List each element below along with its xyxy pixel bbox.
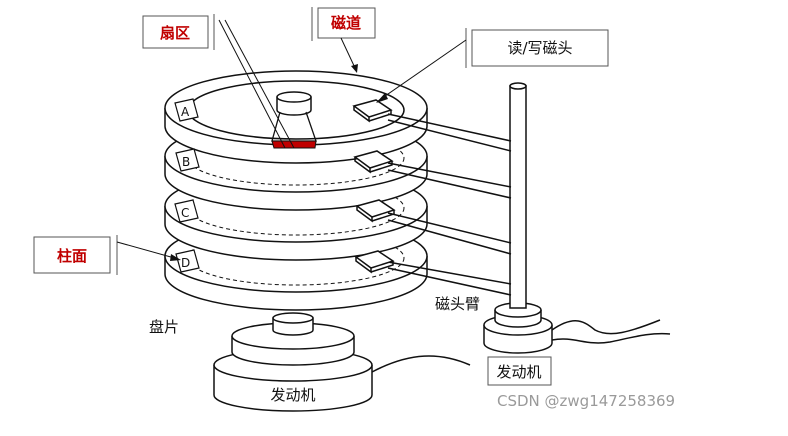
watermark: CSDN @zwg147258369 (497, 392, 675, 410)
read-write-heads (352, 99, 396, 274)
right-motor (483, 302, 671, 354)
head-arms (387, 113, 512, 296)
arm-post (509, 82, 527, 309)
letter-tag-a: A (174, 98, 199, 122)
spindle-hub (276, 91, 312, 116)
callout-cylinder: 柱面 (33, 235, 181, 275)
label-read-write-head: 读/写磁头 (507, 39, 572, 57)
label-motor-right: 发动机 (496, 363, 541, 381)
letter-d: D (181, 256, 190, 270)
label-head-arm: 磁头臂 (435, 295, 480, 313)
label-motor-left: 发动机 (270, 386, 315, 404)
letter-b: B (182, 155, 190, 169)
letter-c: C (181, 206, 189, 220)
label-cylinder: 柱面 (57, 247, 87, 265)
label-sector: 扇区 (160, 24, 190, 42)
sector-wedge (271, 111, 317, 149)
callout-sector: 扇区 (142, 14, 295, 149)
letter-tag-c: C (174, 199, 199, 223)
label-track: 磁道 (331, 14, 361, 32)
callout-track: 磁道 (311, 7, 376, 73)
callout-motor-right: 发动机 (487, 356, 552, 386)
letter-a: A (181, 105, 190, 119)
platter-letter-tags: A B C D (174, 98, 200, 273)
label-platter: 盘片 (149, 318, 179, 336)
platter-a (164, 70, 428, 164)
callout-head: 读/写磁头 (376, 28, 609, 103)
letter-tag-d: D (175, 249, 200, 273)
left-motor (213, 312, 471, 412)
letter-tag-b: B (175, 148, 200, 172)
